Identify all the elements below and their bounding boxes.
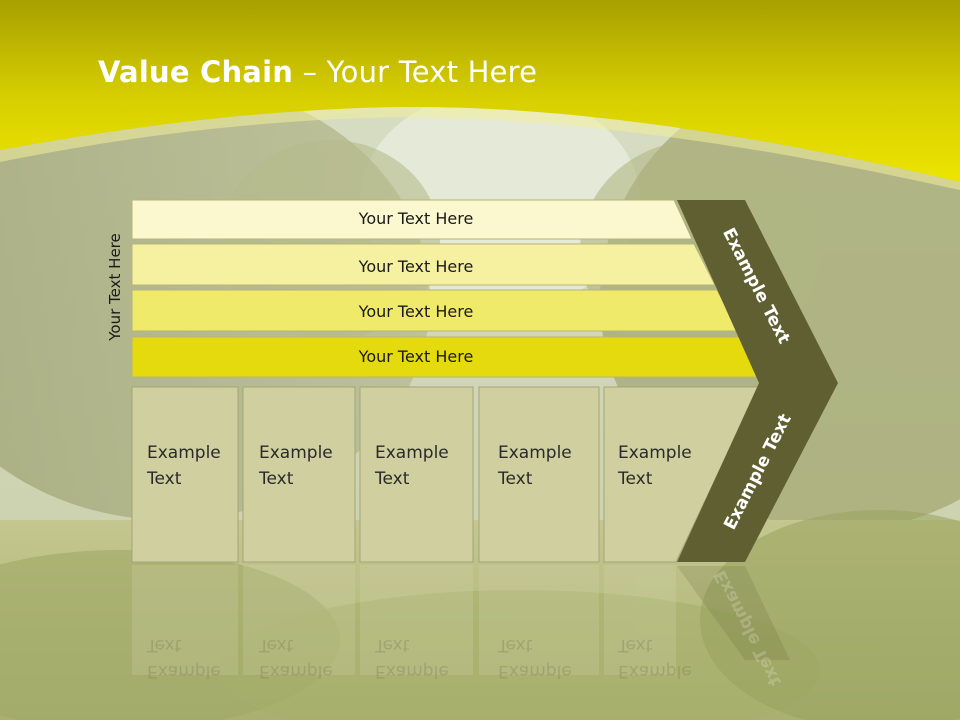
column-text-4: Example Text bbox=[498, 443, 572, 489]
column-reflection-4: Example Text bbox=[498, 635, 572, 681]
column-box-2 bbox=[242, 386, 356, 563]
column-box-1 bbox=[131, 386, 239, 563]
title-bold: Value Chain bbox=[98, 55, 294, 89]
slide-title: Value Chain – Your Text Here bbox=[98, 55, 537, 89]
column-box-3 bbox=[359, 386, 474, 563]
column-text-2: Example Text bbox=[259, 443, 333, 489]
column-reflection-3: Example Text bbox=[375, 635, 449, 681]
row-label-3: Your Text Here bbox=[358, 302, 474, 321]
row-label-4: Your Text Here bbox=[358, 347, 474, 366]
column-box-5 bbox=[603, 386, 760, 563]
title-rest: – Your Text Here bbox=[293, 55, 538, 89]
column-text-5: Example Text bbox=[618, 443, 692, 489]
row-label-2: Your Text Here bbox=[358, 257, 474, 276]
column-reflection-2: Example Text bbox=[259, 635, 333, 681]
chevron-arrow bbox=[677, 200, 838, 562]
column-reflection-5: Example Text bbox=[618, 635, 692, 681]
column-box-4 bbox=[478, 386, 600, 563]
column-text-3: Example Text bbox=[375, 443, 449, 489]
row-label-1: Your Text Here bbox=[358, 209, 474, 228]
row-bar-2 bbox=[131, 243, 716, 286]
column-reflection-1: Example Text bbox=[147, 635, 221, 681]
row-bar-1 bbox=[131, 199, 693, 240]
column-text-1: Example Text bbox=[147, 443, 221, 489]
